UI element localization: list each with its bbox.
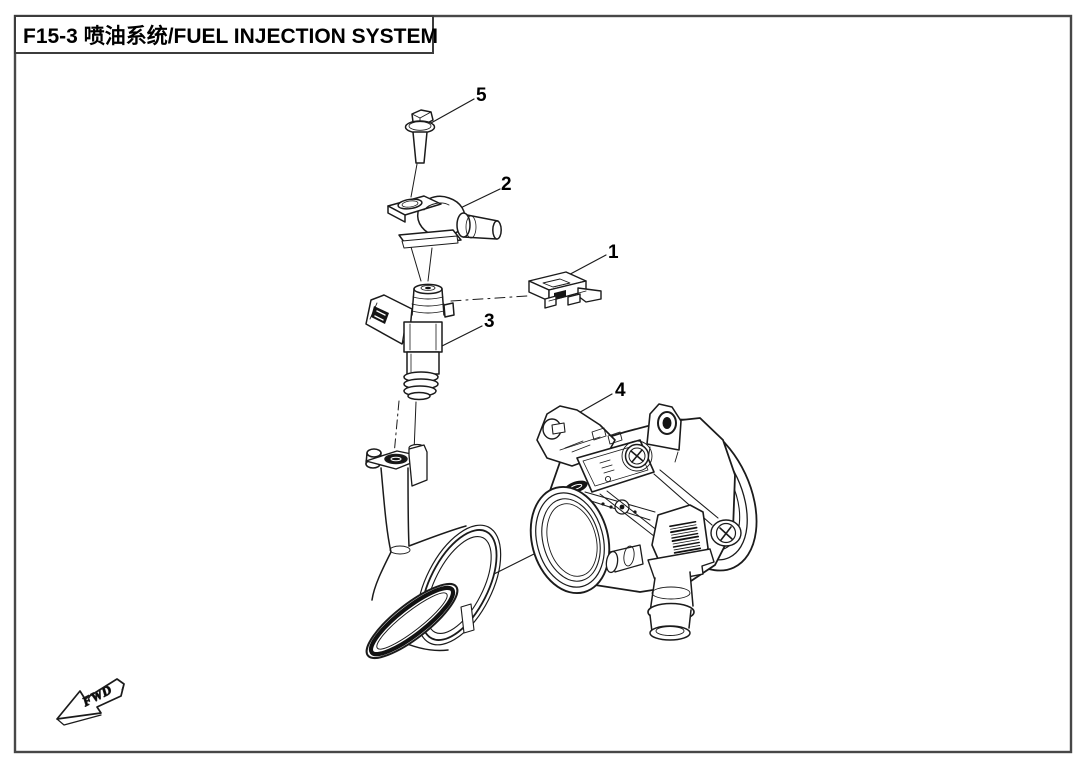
part-label-5: 5 [476, 85, 487, 106]
part-labels: 1 2 3 4 5 [476, 85, 626, 401]
part-label-1: 1 [608, 242, 619, 263]
part-fuel-rail [387, 195, 502, 249]
part-fuel-injector [365, 283, 455, 401]
intake-adapter-pipe [365, 443, 502, 659]
page-title: F15-3 喷油系统/FUEL INJECTION SYSTEM [23, 24, 438, 48]
part-label-4: 4 [615, 380, 626, 401]
part-injector-clip [528, 271, 602, 309]
title-box [14, 15, 434, 54]
part-label-2: 2 [501, 174, 512, 195]
barcode-label [669, 520, 702, 554]
part-label-3: 3 [484, 311, 495, 332]
page-border [13, 14, 1073, 754]
leader-line-5 [430, 98, 475, 124]
fwd-arrow [56, 678, 125, 726]
centerlines [393, 163, 528, 456]
part-throttle-body [529, 403, 758, 641]
part-flange-bolt [404, 109, 436, 164]
